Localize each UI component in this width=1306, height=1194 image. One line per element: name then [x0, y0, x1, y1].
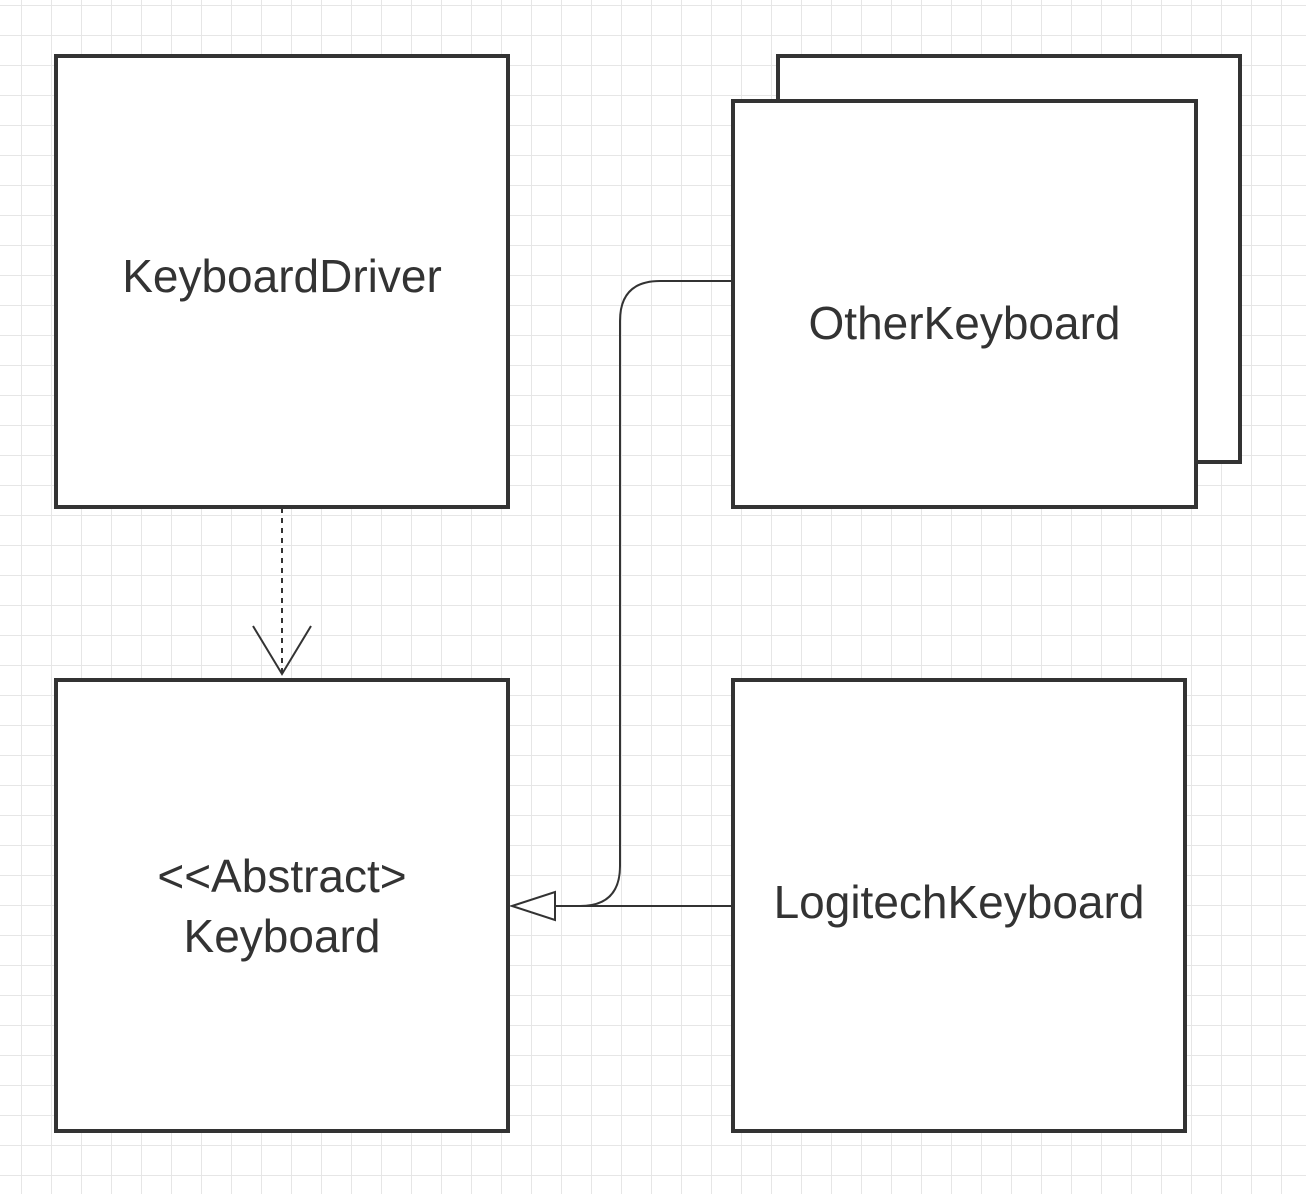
logitech-keyboard-label: LogitechKeyboard	[773, 876, 1145, 928]
dependency-edge-driver-keyboard[interactable]	[252, 508, 312, 676]
other-keyboard-label: OtherKeyboard	[808, 297, 1121, 349]
logitech-keyboard-class[interactable]: LogitechKeyboard	[731, 678, 1187, 1133]
abstract-stereotype-label: <<Abstract>	[157, 849, 407, 902]
abstract-keyboard-label: Keyboard	[183, 909, 381, 962]
hollow-triangle-arrowhead	[508, 890, 556, 922]
keyboard-driver-label: KeyboardDriver	[122, 250, 442, 302]
abstract-keyboard-text: <<Abstract> Keyboard	[157, 846, 406, 966]
keyboard-driver-class[interactable]: KeyboardDriver	[54, 54, 510, 509]
abstract-keyboard-class[interactable]: <<Abstract> Keyboard	[54, 678, 510, 1133]
open-arrowhead	[252, 625, 312, 676]
generalization-edge-other-keyboard[interactable]	[555, 280, 732, 907]
other-keyboard-class[interactable]: OtherKeyboard	[731, 99, 1198, 509]
